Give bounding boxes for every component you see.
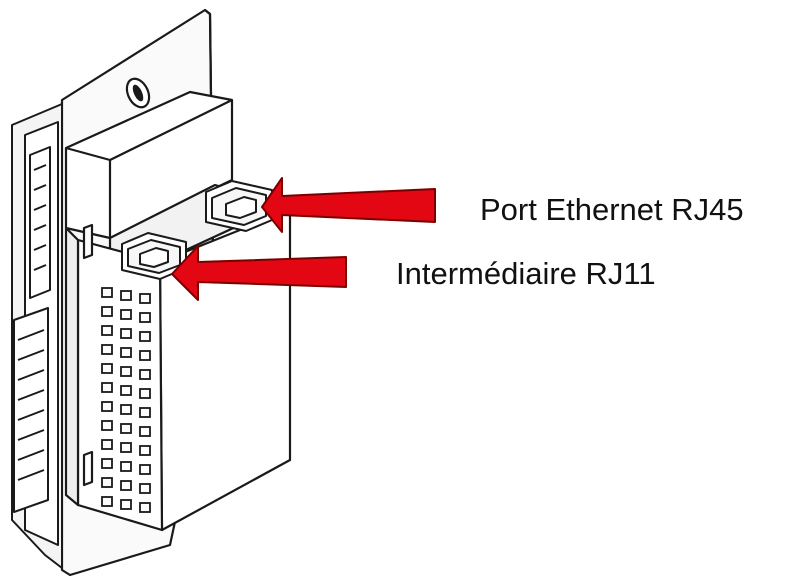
rj45-arrow (261, 177, 436, 233)
rj45-port (205, 180, 273, 232)
vent-slot (139, 350, 151, 361)
vent-slot (101, 420, 113, 431)
vent-slot (139, 502, 151, 513)
vent-slot (139, 388, 151, 399)
vent-slot (101, 439, 113, 450)
left-side-rails (11, 103, 63, 569)
vent-slot (101, 382, 113, 393)
vent-slot (120, 309, 132, 320)
vent-slot (101, 477, 113, 488)
vent-slot (139, 445, 151, 456)
vent-slot (101, 306, 113, 317)
vent-slot (120, 290, 132, 301)
rj45-callout-label: Port Ethernet RJ45 (480, 192, 744, 227)
vent-slot (139, 331, 151, 342)
vent-slot (101, 496, 113, 507)
rj11-callout-label: Intermédiaire RJ11 (396, 256, 656, 291)
vent-slot (120, 347, 132, 358)
vent-slot (101, 344, 113, 355)
vent-slot (139, 426, 151, 437)
vent-slot (120, 366, 132, 377)
vent-slot (101, 401, 113, 412)
vent-grid (101, 287, 151, 513)
vent-slot (101, 287, 113, 298)
vent-slot (101, 363, 113, 374)
vent-slot (120, 499, 132, 510)
rj11-arrow (171, 245, 347, 301)
vent-slot (139, 293, 151, 304)
vent-slot (120, 385, 132, 396)
vent-slot (139, 483, 151, 494)
vent-slot (120, 404, 132, 415)
module-body (64, 90, 292, 532)
vent-slot (120, 328, 132, 339)
vent-slot (120, 480, 132, 491)
vent-slot (101, 325, 113, 336)
vent-slot (139, 464, 151, 475)
vent-slot (101, 458, 113, 469)
vent-slot (120, 423, 132, 434)
vent-slot (139, 369, 151, 380)
rj11-port (121, 232, 187, 280)
vent-slot (120, 461, 132, 472)
vent-slot (120, 442, 132, 453)
vent-slot (139, 312, 151, 323)
vent-slot (139, 407, 151, 418)
